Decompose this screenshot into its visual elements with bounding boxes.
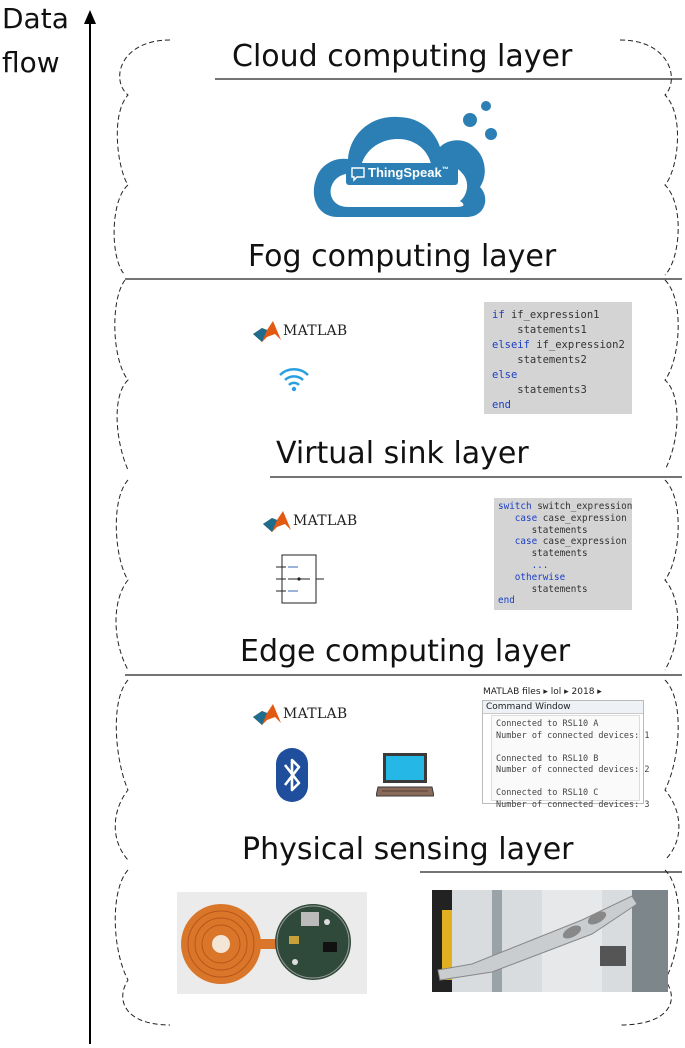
switch-code-line: switch switch_expression [498, 501, 633, 512]
command-window-title: Command Window [483, 701, 643, 714]
speech-bubble-icon [351, 167, 365, 182]
if-code-line: end [492, 399, 511, 411]
matlab-wordmark: MATLAB [293, 513, 358, 529]
switch-case-code-snippet: switch switch_expression case case_expre… [494, 498, 632, 610]
command-window: MATLAB files ▸ lol ▸ 2018 ▸ Command Wind… [482, 687, 650, 810]
layer-title-cloud: Cloud computing layer [232, 39, 573, 74]
if-code-line: statements2 [492, 354, 587, 366]
matlab-logo-sink: MATLAB [263, 510, 363, 534]
command-window-breadcrumb: MATLAB files ▸ lol ▸ 2018 ▸ [483, 687, 602, 697]
switch-code-line: statements [498, 524, 588, 536]
switch-code-line: end [498, 595, 515, 607]
if-code-line: else [492, 369, 518, 381]
cloud-dot-medium-icon [463, 113, 477, 127]
switch-code-line: statements [498, 548, 588, 560]
layer-title-edge: Edge computing layer [240, 634, 571, 669]
switch-block-icon [276, 553, 324, 605]
if-code-line: elseif if_expression2 [492, 339, 625, 351]
layer-title-virtual-sink: Virtual sink layer [276, 436, 529, 471]
command-output-line: Number of connected devices: 2 [496, 765, 650, 775]
command-output-line: Connected to RSL10 C [496, 788, 599, 798]
wifi-icon [278, 365, 310, 393]
command-output-line: Number of connected devices: 1 [496, 730, 650, 741]
switch-code-line: statements [498, 583, 588, 595]
if-code-line: if if_expression1 [492, 309, 600, 321]
if-elseif-code-snippet: if if_expression1 statements1 elseif if_e… [484, 302, 632, 414]
cloud-dot-large-icon [485, 128, 497, 140]
laptop-icon [375, 752, 435, 798]
command-output-line [496, 777, 635, 789]
test-rig-photo [432, 890, 668, 992]
axis-label-flow: flow [2, 46, 60, 79]
matlab-logo-edge: MATLAB [253, 703, 353, 727]
command-output-line: Connected to RSL10 B [496, 753, 599, 764]
switch-code-line: otherwise [498, 571, 566, 583]
matlab-membrane-icon [263, 511, 291, 532]
switch-code-line: case case_expression [498, 536, 627, 548]
airfoil-specimen-icon [437, 895, 638, 981]
matlab-wordmark: MATLAB [283, 323, 348, 339]
matlab-membrane-icon [253, 704, 281, 725]
trademark-mark: ™ [441, 166, 449, 174]
switch-code-line: case case_expression [498, 512, 627, 524]
layer-outlines [113, 39, 680, 1026]
command-output-line: Connected to RSL10 A [496, 719, 599, 729]
cloud-dot-small-icon [481, 101, 491, 111]
command-output-line [496, 742, 635, 754]
matlab-logo-fog: MATLAB [253, 320, 353, 344]
axis-label-data: Data [2, 2, 69, 35]
sensor-board-photo [177, 892, 367, 994]
thingspeak-brand-text: ThingSpeak [368, 165, 442, 180]
matlab-membrane-icon [253, 321, 281, 342]
bluetooth-icon [275, 747, 309, 803]
data-flow-arrowhead [84, 10, 96, 24]
matlab-wordmark: MATLAB [283, 706, 348, 722]
if-code-line: statements3 [492, 384, 587, 396]
if-code-line: statements1 [492, 324, 587, 336]
thingspeak-cloud-logo: ThingSpeak™ [308, 95, 498, 220]
layer-title-fog: Fog computing layer [248, 239, 557, 274]
switch-code-line: ... [498, 559, 549, 571]
command-output-line: Number of connected devices: 3 [496, 799, 650, 810]
layer-title-physical: Physical sensing layer [242, 832, 574, 867]
